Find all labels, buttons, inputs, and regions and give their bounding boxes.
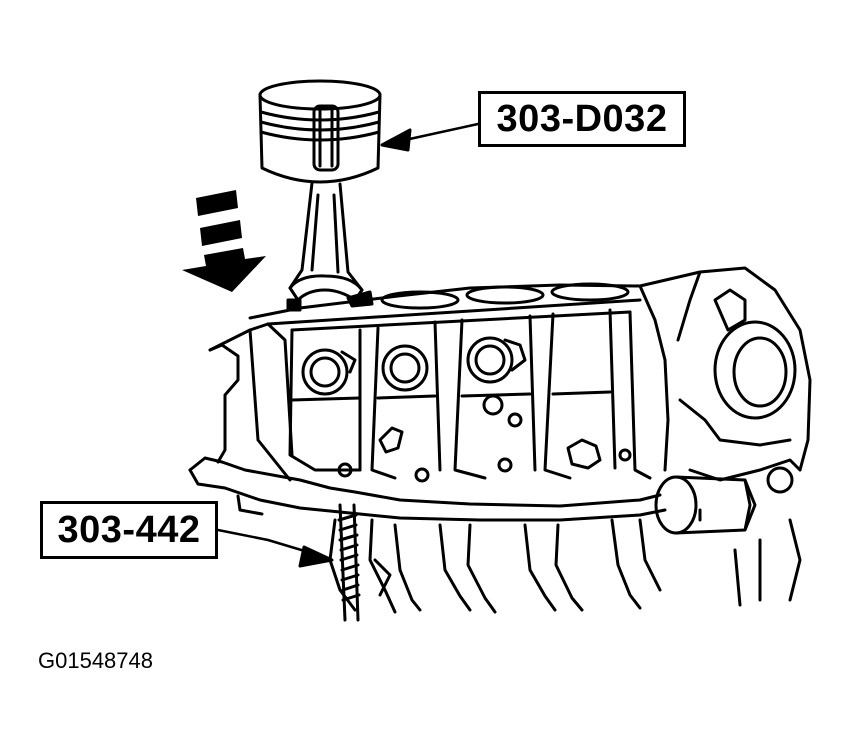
- guide-bolt: [337, 503, 392, 622]
- leader-piston-tool: [380, 122, 480, 152]
- callout-piston-tool-label: 303-D032: [478, 91, 686, 147]
- leader-bolt-tool: [216, 528, 334, 568]
- figure-id: G01548748: [38, 648, 153, 673]
- callout-bolt-tool-label: 303-442: [40, 501, 218, 559]
- piston-assembly: [258, 79, 382, 312]
- engine-block: [188, 266, 812, 614]
- push-direction-arrow: [182, 190, 266, 292]
